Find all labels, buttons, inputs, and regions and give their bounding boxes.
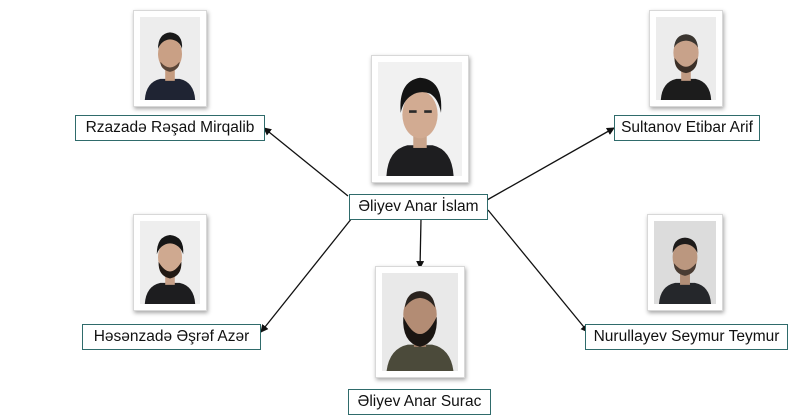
name-box-top-right: Sultanov Etibar Arif [614,115,760,141]
photo-top-left [133,10,207,107]
photo-mid-left [133,214,207,311]
photo-bottom-center [375,266,465,378]
name-box-top-left: Rzazadə Rəşad Mirqalib [75,115,265,141]
photo-center [371,55,469,183]
name-box-center: Əliyev Anar İslam [349,194,488,220]
name-box-mid-right: Nurullayev Seymur Teymur [585,324,788,350]
photo-top-right [649,10,723,107]
arrow-center-to-top-right [486,127,615,201]
photo-mid-right [647,214,723,311]
arrow-center-to-mid-left [260,217,353,333]
arrow-center-to-top-left [263,127,349,197]
name-box-bottom-center: Əliyev Anar Surac [348,389,491,415]
arrow-center-to-bottom-center [416,218,425,269]
name-box-mid-left: Həsənzadə Əşrəf Azər [82,324,261,350]
arrow-center-to-mid-right [487,209,589,333]
